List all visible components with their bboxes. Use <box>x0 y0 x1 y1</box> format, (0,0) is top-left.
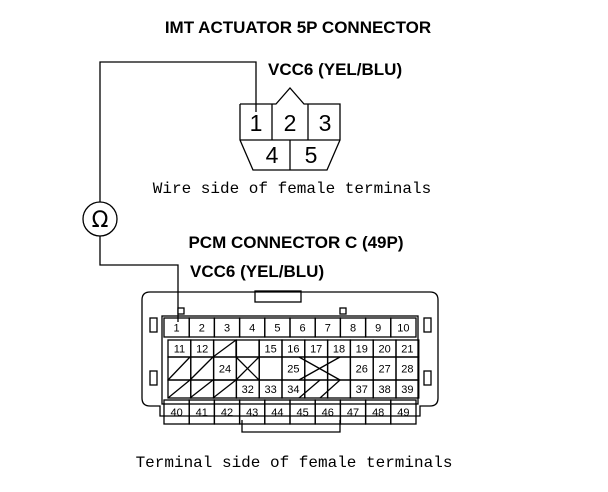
pcm-cell <box>258 356 283 381</box>
pcm-terminal-11: 11 <box>174 344 185 356</box>
pcm-terminal-1: 1 <box>174 323 180 335</box>
imt-terminal-4: 4 <box>266 142 279 168</box>
pcm-wire-label: VCC6 (YEL/BLU) <box>190 262 324 281</box>
pcm-terminal-28: 28 <box>401 364 413 376</box>
pcm-cell <box>304 356 329 381</box>
pcm-terminal-24: 24 <box>219 364 231 376</box>
pcm-terminal-17: 17 <box>310 344 322 356</box>
pcm-terminal-3: 3 <box>224 323 230 335</box>
imt-terminal-5: 5 <box>305 142 318 168</box>
pcm-terminal-38: 38 <box>378 384 390 396</box>
pcm-terminal-32: 32 <box>242 384 254 396</box>
pcm-caption: Terminal side of female terminals <box>136 454 453 472</box>
pcm-terminal-47: 47 <box>347 407 359 419</box>
pcm-terminal-8: 8 <box>350 323 356 335</box>
test-lead-wire <box>99 61 257 322</box>
pcm-terminal-15: 15 <box>264 344 276 356</box>
pcm-terminal-37: 37 <box>356 384 368 396</box>
pcm-terminal-6: 6 <box>300 323 306 335</box>
pcm-terminal-46: 46 <box>322 407 334 419</box>
pcm-terminal-19: 19 <box>356 344 368 356</box>
pcm-cell <box>326 379 352 399</box>
pcm-terminal-34: 34 <box>287 384 299 396</box>
pcm-cell <box>326 356 352 381</box>
imt-terminal-1: 1 <box>250 110 263 136</box>
pcm-terminal-26: 26 <box>356 364 368 376</box>
pcm-unused-blocks <box>167 339 341 399</box>
pcm-terminal-5: 5 <box>274 323 280 335</box>
pcm-terminal-45: 45 <box>296 407 308 419</box>
pcm-terminal-25: 25 <box>287 364 299 376</box>
pcm-terminal-44: 44 <box>271 407 283 419</box>
pcm-terminal-12: 12 <box>196 344 208 356</box>
pcm-terminal-18: 18 <box>333 344 345 356</box>
pcm-cell <box>235 339 260 358</box>
ohmmeter: Ω <box>82 201 118 237</box>
pcm-terminal-43: 43 <box>246 407 258 419</box>
pcm-terminal-20: 20 <box>378 344 390 356</box>
pcm-cell <box>395 379 420 399</box>
pcm-connector-title: PCM CONNECTOR C (49P) <box>188 233 403 252</box>
pcm-terminal-7: 7 <box>325 323 331 335</box>
imt-connector-title: IMT ACTUATOR 5P CONNECTOR <box>165 18 431 37</box>
imt-wire-label: VCC6 (YEL/BLU) <box>268 60 402 79</box>
pcm-terminal-39: 39 <box>401 384 413 396</box>
pcm-terminal-33: 33 <box>264 384 276 396</box>
pcm-terminal-49: 49 <box>397 407 409 419</box>
pcm-cell <box>390 317 417 338</box>
pcm-terminal-2: 2 <box>199 323 205 335</box>
pcm-cell <box>390 399 417 425</box>
pcm-terminal-40: 40 <box>170 407 182 419</box>
imt-caption: Wire side of female terminals <box>153 180 431 198</box>
pcm-terminal-21: 21 <box>401 344 413 356</box>
imt-terminal-3: 3 <box>319 110 332 136</box>
pcm-terminal-27: 27 <box>378 364 390 376</box>
pcm-terminal-9: 9 <box>375 323 381 335</box>
imt-connector: 1 2 3 4 5 <box>239 87 341 171</box>
ohm-icon: Ω <box>92 208 109 233</box>
pcm-terminal-16: 16 <box>287 344 299 356</box>
imt-terminal-2: 2 <box>284 110 297 136</box>
pcm-terminal-10: 10 <box>397 323 409 335</box>
pcm-terminal-42: 42 <box>221 407 233 419</box>
pcm-terminal-48: 48 <box>372 407 384 419</box>
pcm-terminal-4: 4 <box>249 323 255 335</box>
pcm-terminal-41: 41 <box>196 407 208 419</box>
